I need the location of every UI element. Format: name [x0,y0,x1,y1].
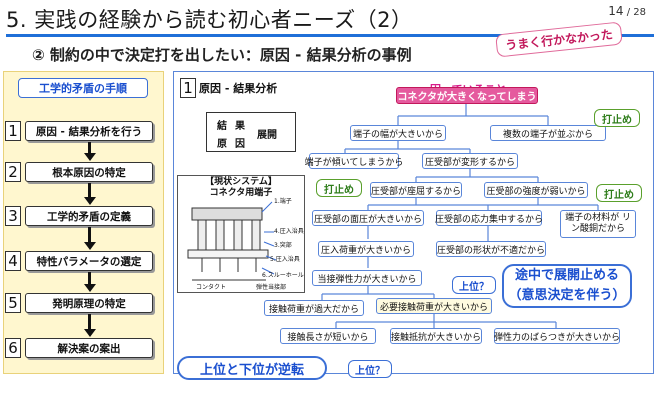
cause-node: 接触長さが短いから [280,328,376,344]
analysis-title: 原因 - 結果分析 [199,82,278,95]
step-3-box: 工学的矛盾の定義 [25,206,153,226]
cause-node: 圧受部の強度が弱いから [484,182,588,198]
step-arrow-stem [88,272,91,284]
figure-title-line: 【現状システム】 [205,177,277,187]
step-4-box: 特性パラメータの選定 [25,251,153,271]
link-level4a [367,198,489,210]
cause-effect-legend: 結 果 原 因 展開 [206,112,296,152]
step-6-box: 解決案の案出 [25,338,153,358]
figure-label: 3.突部 [274,242,292,249]
step-1-number: 1 [5,121,21,141]
upper-question-label: 上位？ [348,360,392,378]
step-2-number: 2 [5,162,21,182]
callout-line: 途中で展開止める [514,268,619,283]
step-arrow-stem [88,142,91,154]
stop-expansion-callout: 途中で展開止める （意思決定を伴う） [502,264,632,308]
step-5-box: 発明原理の特定 [25,293,153,313]
figure-title: 【現状システム】 コネクタ用端子 [179,177,303,199]
link-bottom-leaves [335,314,557,328]
step-2-box: 根本原因の特定 [25,162,153,182]
page-total: / 28 [626,7,646,18]
cause-node: 端子の材料が リン酸銅だから [560,210,636,238]
cause-node: 接触抵抗が大きいから [390,328,482,344]
cause-node: 端子が傾いてしまうから [305,153,403,169]
stop-label: 打止め [596,184,642,202]
upper-question-label: 上位？ [452,276,496,294]
page-number: 14 / 28 [608,4,646,18]
figure-label: 1.端子 [274,198,292,205]
cause-node: 圧受部が座屈するから [370,182,462,198]
step-arrow-head [84,197,96,205]
link-level1-drops [397,116,549,125]
title-divider [6,34,654,37]
cause-node: 接触荷重が過大だから [264,300,364,316]
cause-node: 端子の幅が大きいから [350,125,446,141]
step-5-number: 5 [5,293,21,313]
cause-node: 必要接触荷重が大きいから [376,298,492,314]
stop-label: 打止め [316,179,362,197]
figure-label: 弾性当接部 [256,284,287,291]
connector-terminal-figure: 1.端子 4.圧入治具 3.突部 5.圧入治具 6.スルーホール コンタクト 弾… [177,175,305,293]
figure-label: コンタクト [196,284,227,291]
step-arrow-head [84,284,96,292]
step-arrow-head [84,329,96,337]
step-3-number: 3 [5,206,21,226]
link-level3 [415,169,539,182]
step-arrow-stem [88,183,91,197]
link-bottom-split [321,286,435,300]
connector-lines [218,104,599,328]
cause-node: 圧受部の面圧が大きいから [312,210,424,226]
step-4-number: 4 [5,251,21,271]
legend-expand: 展開 [257,130,277,141]
slide-subtitle: ② 制約の中で決定打を出したい：原因 - 結果分析の事例 [32,46,412,64]
slide-title: 5. 実践の経験から読む初心者ニーズ（2） [6,8,413,32]
cause-node: 当接弾性力が大きいから [312,270,422,286]
step-arrow-head [84,153,96,161]
step-arrow-head [84,242,96,250]
figure-title-line: コネクタ用端子 [209,188,273,198]
legend-cell: 結 [217,121,227,132]
analysis-number: 1 [180,78,196,98]
step-arrow-stem [88,314,91,329]
root-problem-node: コネクタが大きくなってしまう [396,87,538,104]
legend-cell: 原 [217,139,227,150]
cause-node: 弾性力のばらつきが大きいから [494,328,620,344]
step-6-number: 6 [5,338,21,358]
procedure-header: 工学的矛盾の手順 [18,78,148,98]
reversal-callout: 上位と下位が逆転 [177,356,327,380]
cause-node: 圧受部が変形するから [422,153,518,169]
legend-cell: 果 [235,121,245,132]
link-level2 [344,141,471,153]
figure-label: 4.圧入治具 [274,228,304,235]
terminal-drawing [187,201,277,281]
cause-node: 複数の端子が並ぶから [490,125,606,141]
step-1-box: 原因 - 結果分析を行う [25,121,153,141]
figure-label: 6.スルーホール [262,272,304,279]
link-level4b [488,198,599,210]
page-current: 14 [608,4,624,18]
callout-line: （意思決定を伴う） [508,288,626,303]
cause-node: 圧受部の応力集中するから [435,210,543,226]
cause-node: 圧受部の形状が不適だから [436,241,546,257]
cause-node: 圧入荷重が大きいから [318,241,414,257]
figure-label: 5.圧入治具 [270,256,300,263]
legend-cell: 因 [235,139,245,150]
step-arrow-stem [88,227,91,242]
stop-label: 打止め [594,109,640,127]
